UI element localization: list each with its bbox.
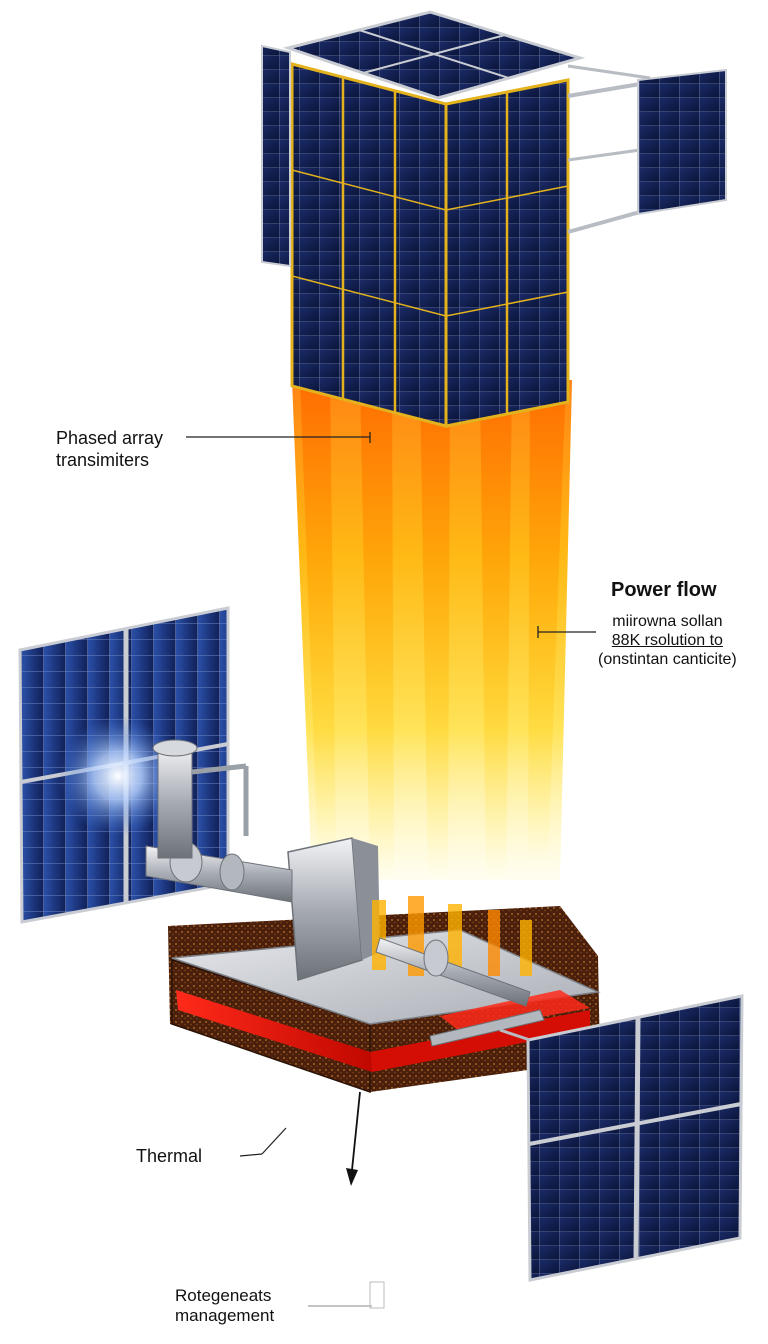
power-flow-leader	[537, 626, 596, 638]
right-solar-panel	[499, 994, 744, 1282]
phased-array-line-1: Phased array	[56, 428, 164, 448]
phased-array-satellite	[261, 10, 727, 428]
power-flow-line-1: miirowna sollan	[612, 613, 723, 630]
phased-array-label: Phased array transimiters	[56, 428, 163, 471]
power-flow-title: Power flow	[611, 579, 717, 601]
rotegeneats-leader	[308, 1281, 385, 1309]
receiver-station	[145, 739, 601, 1094]
rotegeneats-line-1: Rotegeneats	[175, 1286, 272, 1305]
phased-array-line-2: transimiters	[56, 449, 150, 470]
thermal-arrow	[346, 1091, 361, 1186]
rotegeneats-label: Rotegeneats management	[175, 1286, 274, 1327]
microwave-power-beam	[292, 380, 572, 880]
thermal-leader	[239, 1127, 287, 1157]
phased-array-leader	[186, 432, 371, 443]
thermal-label: Thermal	[136, 1146, 203, 1166]
power-flow-line-2: 88K rsolution to	[611, 632, 723, 650]
power-flow-detail: miirowna sollan 88K rsolution to (onstin…	[598, 612, 737, 670]
power-flow-line-3: (onstintan canticite)	[598, 651, 737, 669]
rotegeneats-line-2: management	[175, 1306, 275, 1326]
